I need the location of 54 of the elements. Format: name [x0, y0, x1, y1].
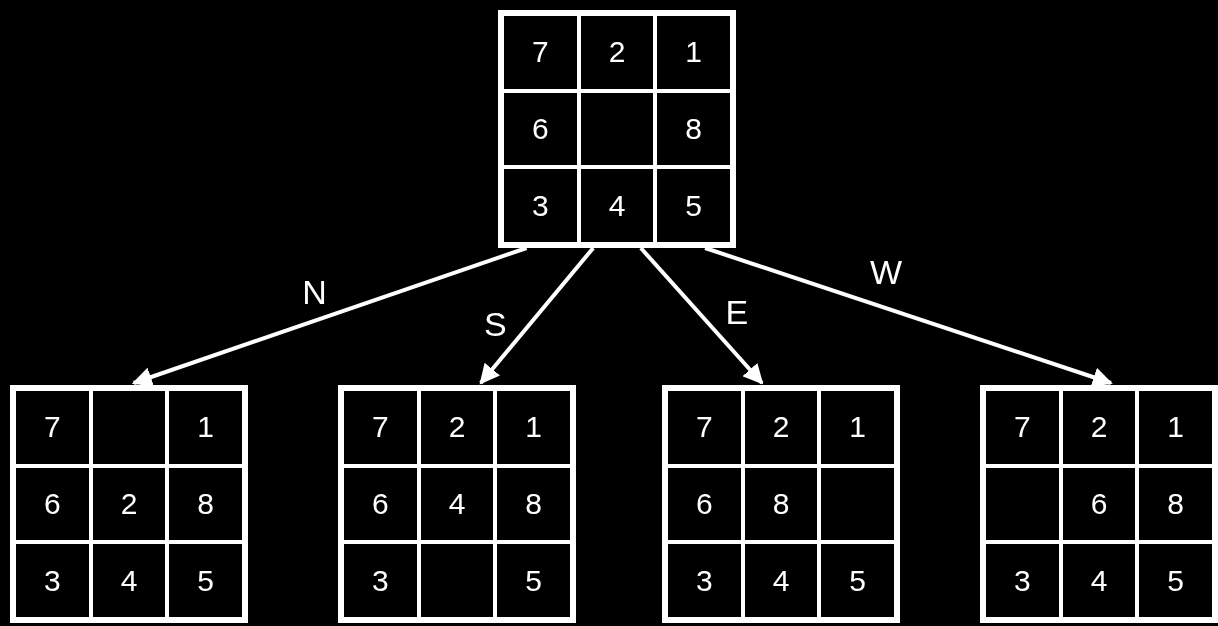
- number-tile: 8: [742, 465, 820, 543]
- arrow: [479, 246, 595, 385]
- number-tile: 4: [1060, 542, 1138, 619]
- number-tile: 1: [167, 389, 244, 466]
- number-tile: 8: [167, 465, 244, 543]
- number-tile: 5: [495, 542, 572, 619]
- number-tile: 6: [502, 90, 579, 168]
- number-tile: 8: [655, 90, 732, 168]
- number-tile: 6: [666, 465, 743, 543]
- puzzle-grid: [980, 385, 1218, 623]
- number-tile: 4: [742, 542, 820, 619]
- number-tile: 2: [90, 465, 168, 543]
- puzzle-grid: [498, 10, 736, 248]
- number-tile: 2: [742, 389, 820, 466]
- puzzle-grid: [10, 385, 248, 623]
- number-tile: 5: [167, 542, 244, 619]
- number-tile: 5: [819, 542, 896, 619]
- arrow: [704, 246, 1113, 387]
- empty-tile: [819, 465, 896, 543]
- puzzle-grid: [338, 385, 576, 623]
- number-tile: 3: [984, 542, 1061, 619]
- arrow: [131, 246, 528, 387]
- number-tile: 4: [418, 465, 496, 543]
- number-tile: 1: [819, 389, 896, 466]
- number-tile: 7: [666, 389, 743, 466]
- number-tile: 6: [14, 465, 91, 543]
- number-tile: 4: [578, 167, 656, 244]
- number-tile: 3: [342, 542, 419, 619]
- number-tile: 8: [495, 465, 572, 543]
- number-tile: 2: [1060, 389, 1138, 466]
- number-tile: 8: [1137, 465, 1214, 543]
- number-tile: 7: [502, 14, 579, 91]
- number-tile: 5: [1137, 542, 1214, 619]
- number-tile: 2: [418, 389, 496, 466]
- number-tile: 2: [578, 14, 656, 91]
- number-tile: 6: [342, 465, 419, 543]
- number-tile: 7: [14, 389, 91, 466]
- number-tile: 6: [1060, 465, 1138, 543]
- number-tile: 7: [342, 389, 419, 466]
- number-tile: 7: [984, 389, 1061, 466]
- empty-tile: [90, 389, 168, 466]
- number-tile: 3: [14, 542, 91, 619]
- number-tile: 3: [502, 167, 579, 244]
- empty-tile: [578, 90, 656, 168]
- number-tile: 1: [655, 14, 732, 91]
- number-tile: 5: [655, 167, 732, 244]
- empty-tile: [984, 465, 1061, 543]
- empty-tile: [418, 542, 496, 619]
- number-tile: 1: [1137, 389, 1214, 466]
- puzzle-grid: [662, 385, 900, 623]
- arrow: [639, 246, 764, 385]
- number-tile: 1: [495, 389, 572, 466]
- number-tile: 4: [90, 542, 168, 619]
- number-tile: 3: [666, 542, 743, 619]
